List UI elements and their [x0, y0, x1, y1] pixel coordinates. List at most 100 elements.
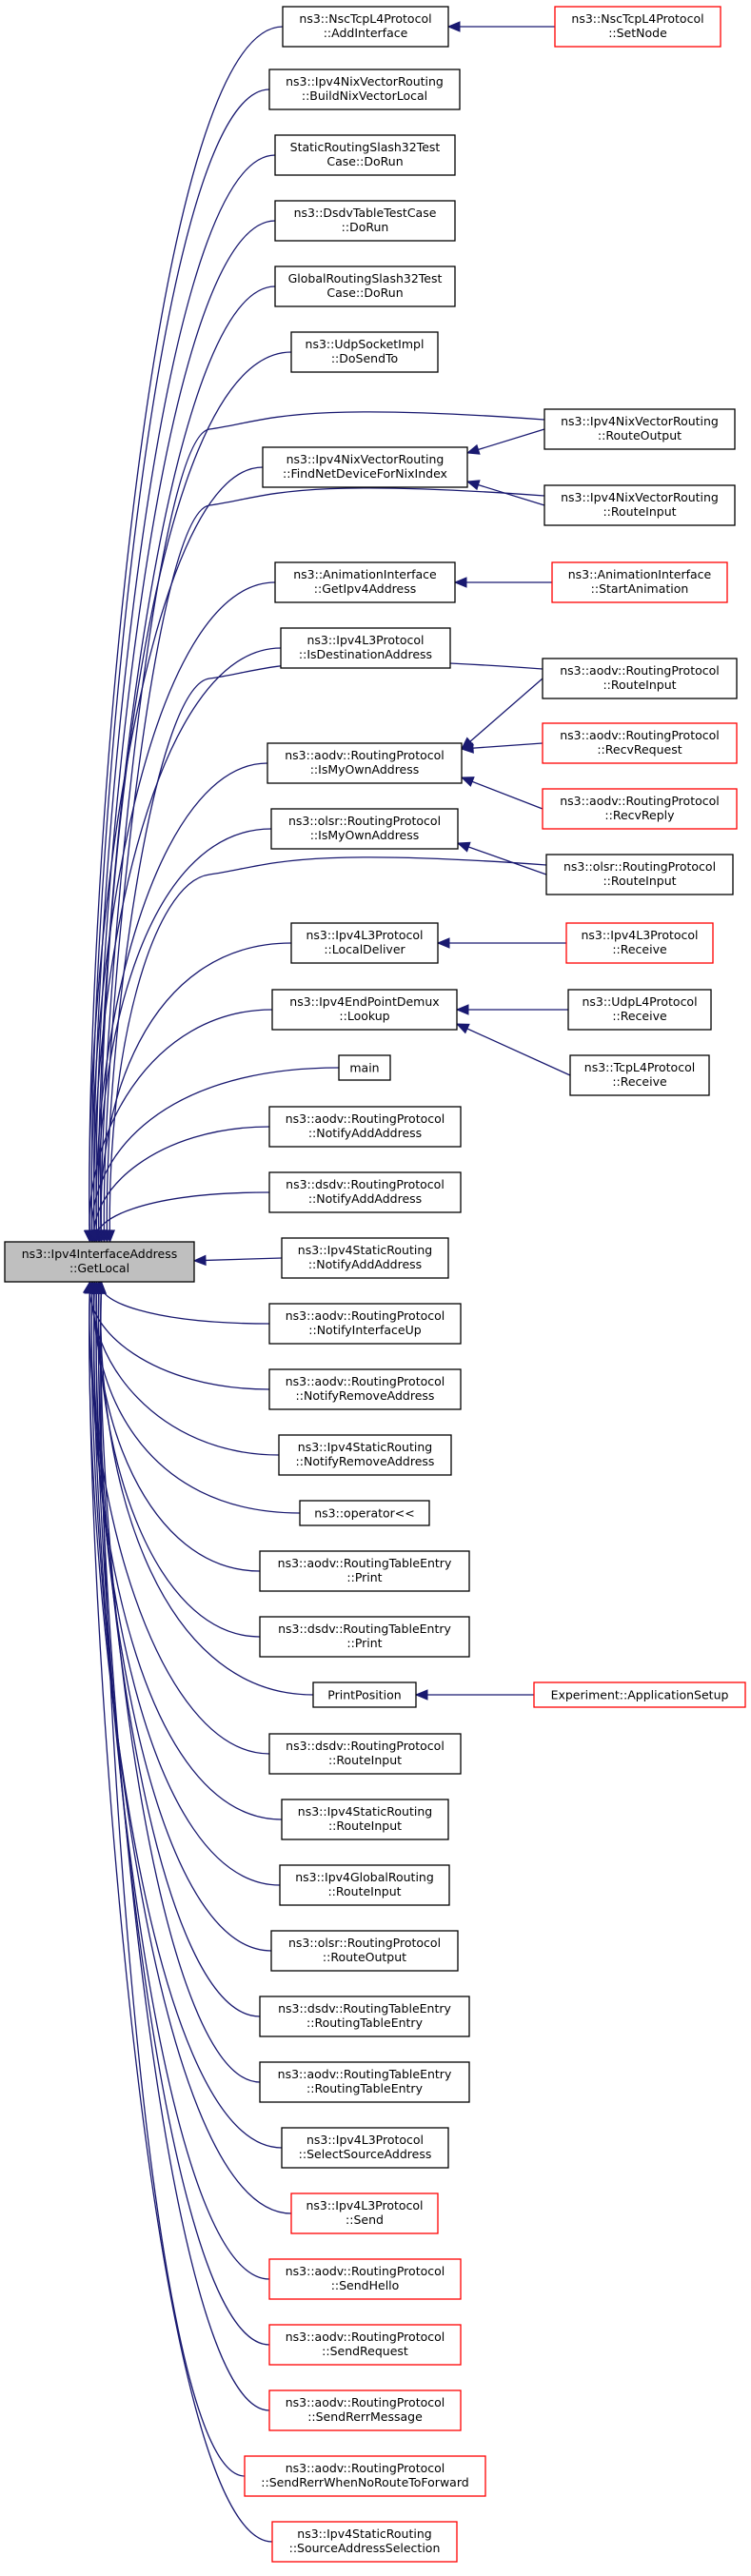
node-box	[268, 1106, 462, 1148]
node-box	[279, 1864, 450, 1906]
node-label-line: ns3::Ipv4NixVectorRouting	[561, 414, 719, 428]
node-nix-routeoutput[interactable]: ns3::Ipv4NixVectorRouting::RouteOutput	[543, 408, 736, 450]
node-label-line: ::GetLocal	[69, 1261, 129, 1275]
node-label-line: ::RouteInput	[603, 678, 676, 692]
node-dsdv-rte-ctor[interactable]: ns3::dsdv::RoutingTableEntry::RoutingTab…	[259, 1996, 470, 2037]
node-box	[259, 1616, 470, 1658]
node-aodv-notifyinterfaceup[interactable]: ns3::aodv::RoutingProtocol::NotifyInterf…	[268, 1303, 462, 1345]
node-aodv-rte-print[interactable]: ns3::aodv::RoutingTableEntry::Print	[259, 1550, 470, 1592]
node-nix-buildnixvectorlocal[interactable]: ns3::Ipv4NixVectorRouting::BuildNixVecto…	[268, 69, 461, 110]
node-olsr-ismyownaddress[interactable]: ns3::olsr::RoutingProtocol::IsMyOwnAddre…	[270, 808, 459, 850]
node-anim-startanimation[interactable]: ns3::AnimationInterface::StartAnimation	[551, 561, 728, 603]
node-label-line: ns3::aodv::RoutingProtocol	[286, 2395, 445, 2409]
node-ipv4l3-receive[interactable]: ns3::Ipv4L3Protocol::Receive	[565, 922, 714, 964]
node-label-line: ns3::Ipv4StaticRouting	[298, 1440, 432, 1454]
node-aodv-rte-ctor[interactable]: ns3::aodv::RoutingTableEntry::RoutingTab…	[259, 2061, 470, 2103]
node-label-line: ::IsMyOwnAddress	[310, 828, 420, 842]
node-endpointdemux-lookup[interactable]: ns3::Ipv4EndPointDemux::Lookup	[271, 989, 458, 1031]
node-label-line: ::RouteInput	[603, 504, 676, 519]
node-dsdv-notifyaddaddress[interactable]: ns3::dsdv::RoutingProtocol::NotifyAddAdd…	[268, 1171, 462, 1213]
node-label-line: ns3::AnimationInterface	[568, 567, 712, 581]
edge-main-to-root	[90, 1067, 340, 1243]
node-static-sourceselection[interactable]: ns3::Ipv4StaticRouting::SourceAddressSel…	[271, 2521, 458, 2563]
node-ipv4l3-selectsource[interactable]: ns3::Ipv4L3Protocol::SelectSourceAddress	[281, 2127, 449, 2169]
node-label-line: ns3::aodv::RoutingProtocol	[285, 748, 445, 762]
node-ipv4l3-localdeliver[interactable]: ns3::Ipv4L3Protocol::LocalDeliver	[290, 922, 439, 964]
node-label-line: Case::DoRun	[326, 154, 403, 168]
arrow-udpl4-receive-to-endpointdemux-lookup	[455, 1004, 469, 1015]
node-box	[4, 1241, 195, 1283]
node-main[interactable]: main	[338, 1054, 391, 1081]
node-aodv-ismyownaddress[interactable]: ns3::aodv::RoutingProtocol::IsMyOwnAddre…	[267, 742, 463, 784]
edge-aodv-sendrerrmessage-to-root	[97, 1281, 270, 2411]
edge-globalslash32-dorun-to-root	[97, 285, 276, 1243]
arrow-olsr-routeinput-to-olsr-ismyownaddress	[456, 841, 471, 853]
arrow-aodv-sendrerrnoroute-to-root	[95, 1280, 107, 1294]
node-aodv-sendrequest[interactable]: ns3::aodv::RoutingProtocol::SendRequest	[268, 2324, 462, 2366]
node-nsctcpl4-setnode[interactable]: ns3::NscTcpL4Protocol::SetNode	[554, 6, 721, 48]
node-static-notifyaddaddress[interactable]: ns3::Ipv4StaticRouting::NotifyAddAddress	[281, 1237, 449, 1279]
node-dsdvtable-dorun[interactable]: ns3::DsdvTableTestCase::DoRun	[274, 200, 456, 242]
node-printposition[interactable]: PrintPosition	[312, 1681, 417, 1708]
node-label-line: ::RoutingTableEntry	[306, 2081, 424, 2095]
edge-staticslash32-dorun-to-root	[93, 154, 276, 1243]
node-label-line: ns3::aodv::RoutingProtocol	[560, 663, 720, 678]
node-box	[274, 265, 456, 307]
node-aodv-routeinput[interactable]: ns3::aodv::RoutingProtocol::RouteInput	[542, 658, 738, 699]
node-label-line: Case::DoRun	[326, 285, 403, 300]
edge-dsdv-routeinput-to-root	[89, 1281, 270, 1755]
node-static-notifyremoveaddress[interactable]: ns3::Ipv4StaticRouting::NotifyRemoveAddr…	[278, 1434, 452, 1476]
node-ipv4l3-isdestination[interactable]: ns3::Ipv4L3Protocol::IsDestinationAddres…	[280, 627, 451, 669]
node-box	[268, 1303, 462, 1345]
node-box	[262, 446, 468, 488]
node-label-line: ns3::Ipv4NixVectorRouting	[287, 452, 445, 466]
node-anim-getipv4address[interactable]: ns3::AnimationInterface::GetIpv4Address	[274, 561, 456, 603]
edge-endpointdemux-lookup-to-root	[89, 1009, 273, 1243]
edge-operator-lshift-to-root	[92, 1281, 301, 1514]
node-label-line: ::AddInterface	[324, 26, 408, 40]
node-label-line: StaticRoutingSlash32Test	[290, 140, 441, 154]
node-experiment-appsetup[interactable]: Experiment::ApplicationSetup	[533, 1681, 746, 1708]
node-label-line: ns3::Ipv4NixVectorRouting	[286, 74, 444, 88]
node-olsr-routeinput[interactable]: ns3::olsr::RoutingProtocol::RouteInput	[545, 854, 734, 895]
node-label-line: ::DoRun	[342, 220, 389, 234]
node-nix-routeinput[interactable]: ns3::Ipv4NixVectorRouting::RouteInput	[543, 484, 736, 526]
node-aodv-recvrequest[interactable]: ns3::aodv::RoutingProtocol::RecvRequest	[542, 722, 738, 764]
node-label-line: ns3::aodv::RoutingTableEntry	[278, 2067, 452, 2081]
node-label-line: ::NotifyAddAddress	[308, 1126, 422, 1140]
node-aodv-sendrerrmessage[interactable]: ns3::aodv::RoutingProtocol::SendRerrMess…	[268, 2389, 462, 2431]
node-nsctcpl4-addinterface[interactable]: ns3::NscTcpL4Protocol::AddInterface	[282, 6, 449, 48]
node-nix-findnetdevice[interactable]: ns3::Ipv4NixVectorRouting::FindNetDevice…	[262, 446, 468, 488]
node-dsdv-routeinput[interactable]: ns3::dsdv::RoutingProtocol::RouteInput	[268, 1733, 462, 1775]
arrow-static-sourceselection-to-root	[84, 1280, 95, 1294]
node-box	[268, 2258, 462, 2300]
node-root[interactable]: ns3::Ipv4InterfaceAddress::GetLocal	[4, 1241, 195, 1283]
edge-aodv-rte-print-to-root	[95, 1281, 261, 1572]
node-operator-lshift[interactable]: ns3::operator<<	[299, 1500, 430, 1526]
node-aodv-sendhello[interactable]: ns3::aodv::RoutingProtocol::SendHello	[268, 2258, 462, 2300]
node-aodv-recvreply[interactable]: ns3::aodv::RoutingProtocol::RecvReply	[542, 788, 738, 830]
node-dsdv-rte-print[interactable]: ns3::dsdv::RoutingTableEntry::Print	[259, 1616, 470, 1658]
node-udpsocket-dosendto[interactable]: ns3::UdpSocketImpl::DoSendTo	[290, 331, 439, 373]
edge-ipv4l3-selectsource-to-root	[89, 1281, 283, 2149]
node-global-routeinput[interactable]: ns3::Ipv4GlobalRouting::RouteInput	[279, 1864, 450, 1906]
node-static-routeinput[interactable]: ns3::Ipv4StaticRouting::RouteInput	[281, 1799, 449, 1840]
node-aodv-notifyaddaddress[interactable]: ns3::aodv::RoutingProtocol::NotifyAddAdd…	[268, 1106, 462, 1148]
node-box	[278, 1434, 452, 1476]
node-box	[290, 922, 439, 964]
edge-dsdvtable-dorun-to-root	[95, 220, 276, 1243]
node-olsr-routeoutput[interactable]: ns3::olsr::RoutingProtocol::RouteOutput	[270, 1930, 459, 1972]
node-aodv-notifyremoveaddress[interactable]: ns3::aodv::RoutingProtocol::NotifyRemove…	[268, 1368, 462, 1410]
node-box	[271, 2521, 458, 2563]
node-tcpl4-receive[interactable]: ns3::TcpL4Protocol::Receive	[569, 1054, 710, 1096]
node-ipv4l3-send[interactable]: ns3::Ipv4L3Protocol::Send	[290, 2193, 439, 2234]
node-aodv-sendrerrnoroute[interactable]: ns3::aodv::RoutingProtocol::SendRerrWhen…	[244, 2455, 486, 2497]
node-box	[268, 1368, 462, 1410]
edge-static-notifyremoveaddress-to-root	[90, 1281, 280, 1456]
node-udpl4-receive[interactable]: ns3::UdpL4Protocol::Receive	[567, 989, 712, 1031]
node-label-line: ::Print	[346, 1636, 382, 1650]
edge-ipv4l3-send-to-root	[90, 1281, 292, 2214]
